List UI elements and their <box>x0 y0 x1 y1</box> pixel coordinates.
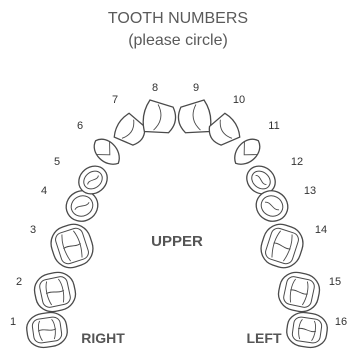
tooth-number-6[interactable]: 6 <box>77 120 83 132</box>
tooth-number-11[interactable]: 11 <box>268 120 279 132</box>
tooth-number-1[interactable]: 1 <box>10 316 16 328</box>
tooth-number-4[interactable]: 4 <box>41 185 47 197</box>
tooth-15[interactable] <box>275 269 322 314</box>
tooth-number-7[interactable]: 7 <box>112 94 118 106</box>
tooth-number-8[interactable]: 8 <box>152 82 158 94</box>
tooth-16[interactable] <box>285 310 329 349</box>
tooth-number-13[interactable]: 13 <box>304 185 316 197</box>
tooth-number-3[interactable]: 3 <box>30 224 36 236</box>
tooth-number-9[interactable]: 9 <box>193 82 199 94</box>
tooth-number-5[interactable]: 5 <box>54 156 60 168</box>
right-side-label: RIGHT <box>81 330 125 346</box>
title-line-2: (please circle) <box>128 32 228 49</box>
left-side-label: LEFT <box>247 330 282 346</box>
tooth-number-12[interactable]: 12 <box>291 156 303 168</box>
tooth-number-10[interactable]: 10 <box>233 94 245 106</box>
tooth-14[interactable] <box>256 220 307 272</box>
tooth-number-2[interactable]: 2 <box>16 276 22 288</box>
arch-label: UPPER <box>151 233 203 250</box>
tooth-number-15[interactable]: 15 <box>329 276 341 288</box>
tooth-number-14[interactable]: 14 <box>315 224 327 236</box>
tooth-1[interactable] <box>25 310 69 349</box>
tooth-9[interactable] <box>176 99 213 136</box>
title-line-1: TOOTH NUMBERS <box>108 10 248 27</box>
tooth-3[interactable] <box>46 220 97 272</box>
tooth-8[interactable] <box>141 99 178 136</box>
tooth-number-16[interactable]: 16 <box>335 316 347 328</box>
tooth-2[interactable] <box>31 269 78 314</box>
